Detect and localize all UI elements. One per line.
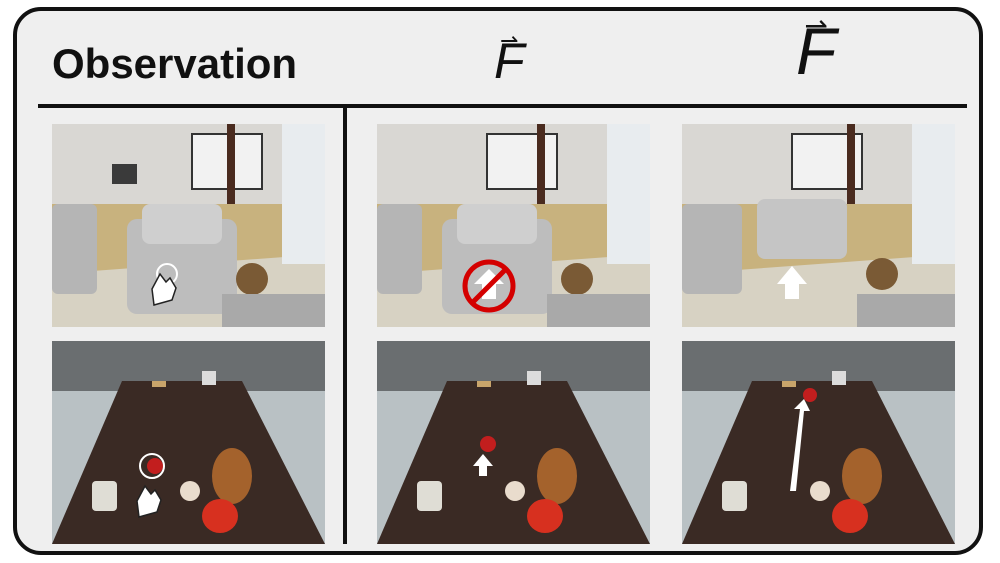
large-force-symbol: F [796,14,837,88]
vector-arrow-icon: ⇀ [500,28,519,53]
observation-header: Observation [52,40,298,87]
living-room-large-force-image [682,124,955,327]
force-arrow-icon [790,399,810,491]
force-arrow-icon [777,266,807,299]
living-room-observation-image [52,124,325,327]
header-divider [38,104,967,108]
kitchen-large-force-image [682,341,955,544]
force-arrow-icon [473,454,493,476]
small-force-header: ⇀ F [494,28,525,89]
kitchen-small-force-image [377,341,650,544]
large-force-header: ⇀ F [796,10,836,85]
vector-arrow-icon: ⇀ [804,10,828,41]
tap-hand-icon [151,263,178,306]
kitchen-observation-image [52,341,325,544]
small-force-symbol: F [494,33,525,89]
column-divider [343,104,347,544]
living-room-small-force-image [377,124,650,327]
tap-hand-icon [136,453,165,518]
forbidden-arrow-icon [462,259,516,313]
